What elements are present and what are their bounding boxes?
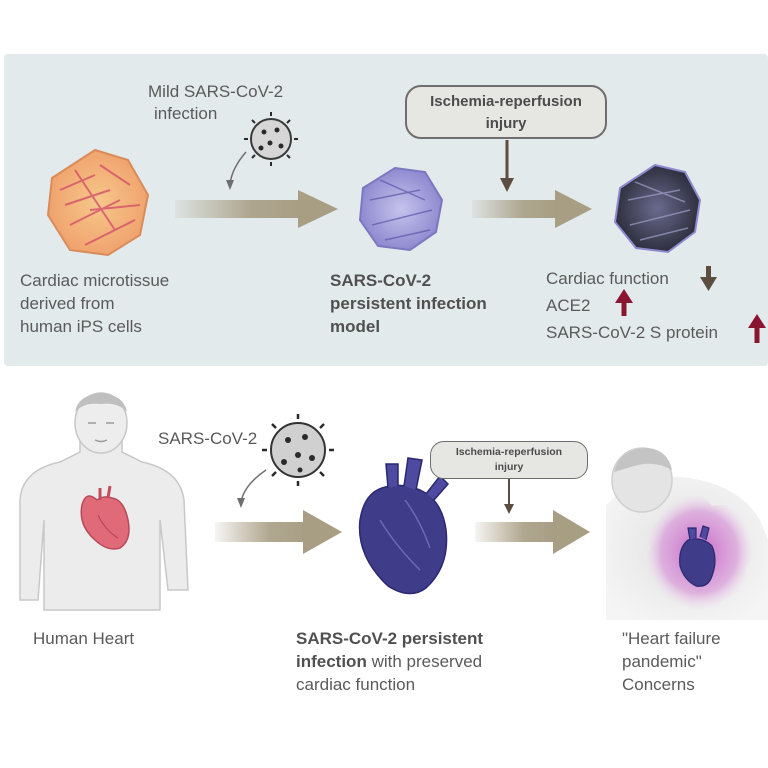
process-arrow-1 (175, 190, 338, 228)
infected-heart-icon (358, 457, 450, 595)
healthy-heart-icon (80, 485, 130, 550)
ischemia-reperfusion-box-bottom: Ischemia-reperfusion injury (430, 441, 588, 479)
microtissue-label-line1: Cardiac microtissue (20, 271, 170, 290)
microtissue-label-line3: human iPS cells (20, 317, 142, 336)
process-arrow-2 (472, 190, 592, 228)
process-arrow-3 (215, 510, 342, 554)
persistent-label-line1: SARS-CoV-2 persistent (296, 629, 484, 648)
cardiac-function-down-arrow-icon (700, 266, 717, 291)
ischemia-box-line1: Ischemia-reperfusion (430, 93, 582, 110)
ischemia-bottom-line2: injury (494, 461, 524, 473)
ischemia-bottom-line1: Ischemia-reperfusion (455, 446, 563, 458)
microtissue-infected-icon (358, 166, 444, 252)
concern-label-line3: Concerns (622, 675, 695, 694)
model-label-line1: SARS-CoV-2 (330, 271, 432, 290)
ace2-label: ACE2 (546, 296, 591, 315)
model-label-line2: persistent infection (330, 294, 487, 313)
persistent-label-line2-bold: infection (296, 652, 367, 671)
ace2-up-arrow-icon (615, 289, 633, 316)
human-heart-label: Human Heart (33, 629, 135, 648)
ischemia-box-line2: injury (485, 115, 527, 132)
virus-label-bottom: SARS-CoV-2 (158, 429, 258, 448)
infection-arrow-bottom-head (237, 498, 245, 508)
s-protein-up-arrow-icon (748, 314, 766, 343)
infection-arrow-head (226, 180, 234, 190)
ischemia-arrow-head (500, 178, 514, 192)
model-label-line3: model (330, 317, 381, 336)
virus-icon (244, 112, 298, 166)
heart-failure-person-icon (606, 447, 768, 620)
persistent-label-line3: cardiac function (296, 675, 416, 694)
concern-label-line1: "Heart failure (622, 629, 721, 648)
infection-arrow-bottom (240, 469, 267, 503)
persistent-label-line2: infection with preserved (296, 651, 482, 673)
process-arrow-4 (475, 510, 590, 554)
virus-large-icon (262, 414, 334, 486)
ischemia-reperfusion-box: Ischemia-reperfusion injury (405, 85, 607, 139)
cardiac-function-label: Cardiac function (546, 269, 669, 288)
microtissue-label-line2: derived from (20, 294, 115, 313)
microtissue-injured-icon (613, 163, 702, 254)
microtissue-orange-icon (46, 148, 150, 257)
mild-infection-label-line1: Mild SARS-CoV-2 (148, 82, 284, 101)
infection-arrow (229, 151, 247, 185)
s-protein-label: SARS-CoV-2 S protein (546, 323, 718, 342)
ischemia-arrow-bottom-head (504, 504, 514, 514)
persistent-label-line2-rest: with preserved (366, 652, 483, 671)
mild-infection-label-line2: infection (154, 104, 218, 123)
concern-label-line2: pandemic" (622, 652, 702, 671)
